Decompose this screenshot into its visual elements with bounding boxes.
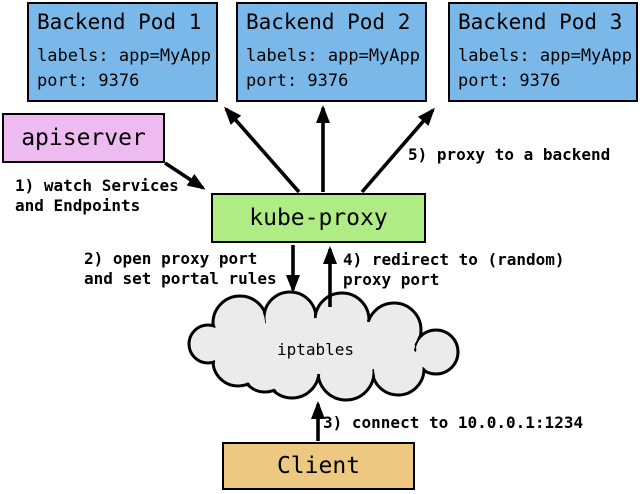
backend-pod-3-box: Backend Pod 3 labels: app=MyApp port: 93… [448, 2, 638, 102]
backend-pod-3-labels: labels: app=MyApp [458, 46, 632, 66]
backend-pod-1-title: Backend Pod 1 [37, 10, 202, 34]
step-5-proxy-backend-label: 5) proxy to a backend [408, 145, 611, 164]
step-3-connect-label: 3) connect to 10.0.0.1:1234 [323, 413, 584, 432]
backend-pod-2-port: port: 9376 [246, 71, 349, 91]
backend-pod-2-labels: labels: app=MyApp [246, 46, 420, 66]
backend-pod-2-box: Backend Pod 2 labels: app=MyApp port: 93… [236, 2, 427, 102]
arrow-kube-proxy-to-pod-1 [224, 106, 301, 194]
step-1-watch-services-label: 1) watch Services and Endpoints [15, 176, 179, 215]
kube-proxy-label: kube-proxy [249, 205, 388, 231]
step-2-open-proxy-port-label: 2) open proxy port and set portal rules [84, 249, 277, 288]
backend-pod-3-title: Backend Pod 3 [458, 10, 623, 34]
client-box: Client [222, 442, 415, 490]
step-4-redirect-label: 4) redirect to (random) proxy port [343, 250, 565, 289]
iptables-label: iptables [277, 340, 355, 359]
backend-pod-1-port: port: 9376 [37, 71, 140, 91]
apiserver-label: apiserver [21, 125, 146, 151]
apiserver-box: apiserver [2, 113, 165, 163]
kube-proxy-box: kube-proxy [211, 193, 426, 243]
backend-pod-1-box: Backend Pod 1 labels: app=MyApp port: 93… [27, 2, 218, 102]
arrow-kube-proxy-to-pod-3 [360, 107, 435, 194]
backend-pod-1-labels: labels: app=MyApp [37, 46, 211, 66]
backend-pod-2-title: Backend Pod 2 [246, 10, 411, 34]
arrow-apiserver-to-kube-proxy [164, 161, 206, 190]
backend-pod-3-port: port: 9376 [458, 71, 561, 91]
iptables-cloud [187, 290, 460, 402]
client-label: Client [276, 453, 361, 479]
